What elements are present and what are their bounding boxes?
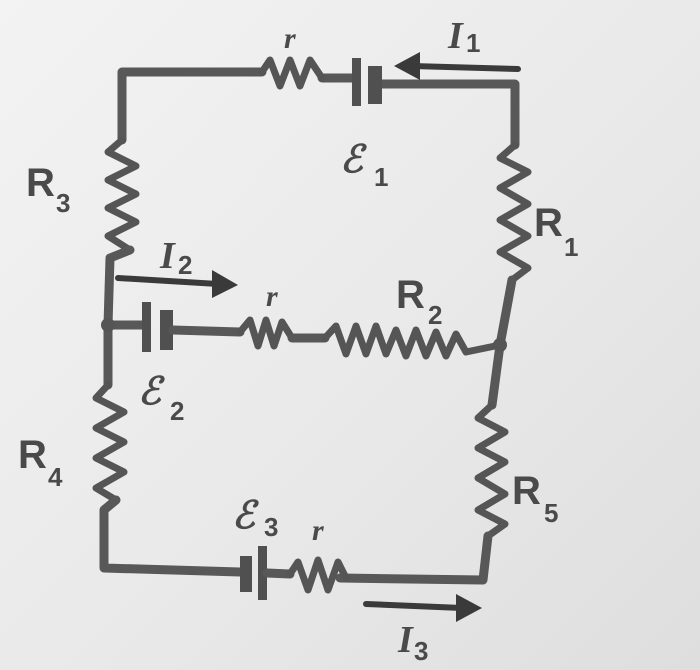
label-r-top: r [284,22,296,55]
battery-emf2-long-plate [142,302,151,352]
battery-emf2-short-plate [160,310,173,350]
label-emf3-sub: 3 [264,512,278,542]
wire-middle-a [168,325,245,337]
label-i2: I [159,235,176,277]
label-r-middle: r [266,280,278,313]
wire-left-mid [103,245,135,390]
label-i3-sub: 3 [414,636,428,666]
label-r2-sub: 2 [428,300,442,330]
battery-emf1-short-plate [368,66,382,104]
label-r1: R [534,201,563,245]
arrow-i3-head [456,594,482,622]
resistor-r5 [474,401,509,540]
label-emf2: ℰ [138,368,165,413]
resistor-r2 [321,322,504,360]
resistor-r1 [496,141,532,284]
label-i1: I [447,15,464,57]
label-i1-sub: 1 [466,28,480,58]
resistor-r-middle [236,316,296,350]
label-r4-sub: 4 [48,462,63,492]
resistor-r-bottom [286,556,350,594]
wire-bottom-right [335,531,493,585]
wire-top-left [117,67,267,145]
resistor-r3 [104,136,140,254]
label-i2-sub: 2 [178,250,192,280]
label-r3: R [26,161,55,205]
label-r5-sub: 5 [544,498,558,528]
wire-bottom-mid [262,568,295,579]
label-r4: R [18,433,47,477]
label-emf1: ℰ [340,136,367,181]
junction-right [493,338,507,352]
junction-left [101,318,115,332]
label-r3-sub: 3 [56,188,70,218]
label-r1-sub: 1 [564,232,578,262]
resistor-r4 [92,381,128,504]
label-r-bottom: r [312,514,324,547]
arrow-i3 [363,601,465,611]
arrow-i2-head [212,270,238,298]
label-emf3: ℰ [232,492,259,537]
wire-top-right [375,79,520,150]
arrow-i2 [115,275,221,287]
label-emf2-sub: 2 [170,396,184,426]
arrow-i1-head [394,52,420,80]
battery-emf1-long-plate [352,58,361,106]
label-emf1-sub: 1 [374,162,388,192]
arrow-i1 [409,63,521,72]
label-r2: R [396,273,425,317]
resistor-r-top [258,56,326,90]
label-r5: R [512,469,541,513]
label-i3: I [397,619,414,661]
battery-emf3-short-plate [240,556,252,592]
wire-bottom-left [99,495,245,577]
